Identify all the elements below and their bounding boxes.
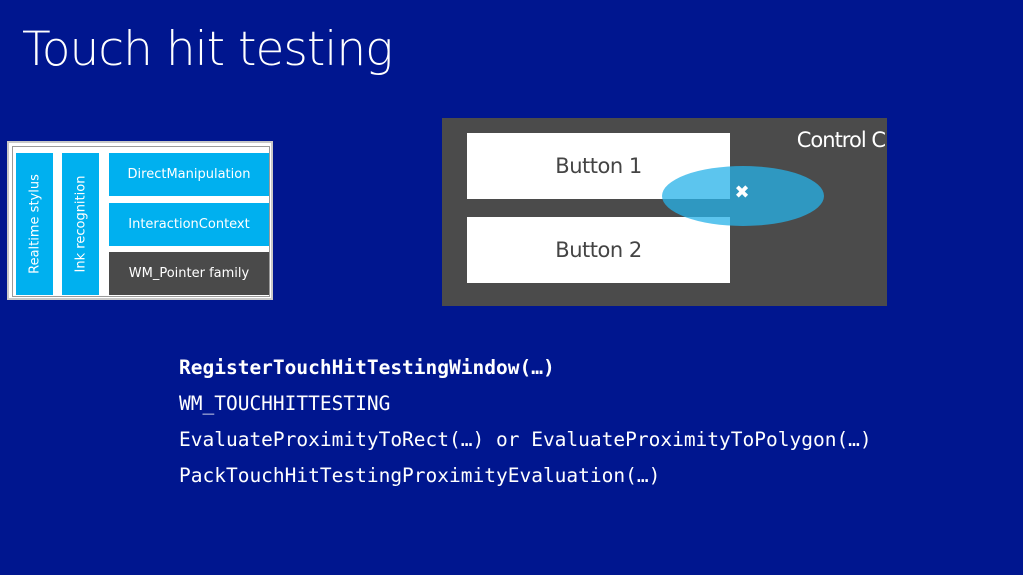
api-list: RegisterTouchHitTestingWindow(…) WM_TOUC… — [179, 350, 872, 494]
api-item: PackTouchHitTestingProximityEvaluation(…… — [179, 464, 661, 487]
api-item: WM_TOUCHHITTESTING — [179, 392, 391, 415]
input-stack-frame: Realtime stylus Ink recognition DirectMa… — [12, 146, 270, 297]
button-2-label: Button 2 — [555, 238, 642, 262]
stack-layer-label: WM_Pointer family — [128, 266, 250, 281]
api-item: RegisterTouchHitTestingWindow(…) — [179, 356, 555, 379]
control-c-label: Control C — [796, 128, 886, 152]
touch-contact-area — [662, 166, 824, 226]
stack-column-label: Ink recognition — [73, 175, 88, 273]
api-item: EvaluateProximityToRect(…) or EvaluatePr… — [179, 428, 872, 451]
button-1-label: Button 1 — [555, 154, 642, 178]
input-stack-diagram: Realtime stylus Ink recognition DirectMa… — [7, 141, 273, 300]
slide-title: Touch hit testing — [22, 22, 393, 77]
stack-layer-interactioncontext: InteractionContext — [109, 203, 269, 246]
stack-layer-label: DirectManipulation — [127, 167, 251, 182]
stack-column-label: Realtime stylus — [27, 174, 42, 274]
button-1[interactable]: Button 1 — [467, 133, 730, 199]
x-mark-icon: ✖ — [734, 182, 750, 203]
control-c-diagram: Control C Button 1 Button 2 ✖ — [442, 118, 887, 306]
stack-column-ink-recognition: Ink recognition — [62, 153, 99, 295]
stack-column-realtime-stylus: Realtime stylus — [16, 153, 53, 295]
stack-layer-directmanipulation: DirectManipulation — [109, 153, 269, 196]
button-2[interactable]: Button 2 — [467, 217, 730, 283]
stack-layer-wm-pointer: WM_Pointer family — [109, 252, 269, 295]
stack-layer-label: InteractionContext — [128, 217, 250, 232]
